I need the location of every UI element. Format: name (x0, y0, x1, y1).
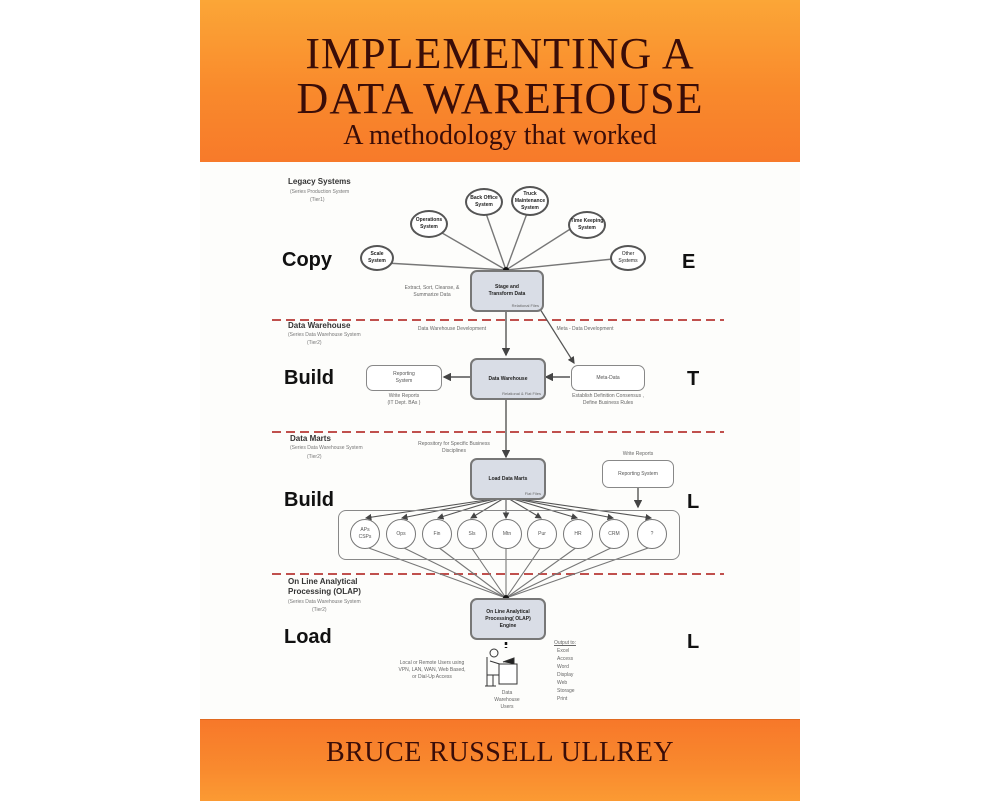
stage-transform-box: Stage and Transform Data Relational File… (470, 270, 544, 312)
phase-copy: Copy (282, 249, 332, 271)
source-other: Other Systems (610, 245, 646, 271)
load-data-marts-box: Load Data Marts Flat Files (470, 458, 546, 500)
mart-fin: Fin (422, 519, 452, 549)
source-operations: Operations System (410, 210, 448, 238)
output-title: Output to: (554, 640, 576, 646)
etl-letter-l-marts: L (687, 491, 700, 513)
output-print: Print (557, 696, 568, 702)
marts-reporting-note: Write Reports (622, 451, 654, 457)
etl-letter-e: E (682, 251, 696, 273)
section-subtitle-legacy: (Series Production System (290, 189, 350, 195)
source-time-keeping: Time Keeping System (568, 211, 606, 239)
stage-note: Extract, Sort, Cleanse, & Summarize Data (404, 285, 460, 298)
section-subtitle-dw: (Series Data Warehouse System (288, 332, 361, 338)
mart-sls: Sls (457, 519, 487, 549)
title-band: IMPLEMENTING A DATA WAREHOUSE A methodol… (200, 0, 800, 162)
diagram-lines (272, 204, 724, 687)
source-scale: Scale System (360, 245, 394, 271)
section-tier-marts: (Tier2) (307, 454, 322, 460)
subtitle: A methodology that worked (343, 120, 657, 151)
marts-reporting-box: Reporting System (602, 460, 674, 488)
output-web: Web (557, 680, 568, 686)
metadata-note-1: Establish Definition Consensus , (572, 393, 644, 399)
olap-engine-box: On Line Analytical Processing( OLAP) Eng… (470, 598, 546, 640)
mart-mtn: Mtn (492, 519, 522, 549)
title-line-1: IMPLEMENTING A (305, 29, 695, 78)
mart-aps: APs CSPs (350, 519, 380, 549)
section-title-olap-1: On Line Analytical (288, 577, 358, 586)
data-warehouse-diagram: Legacy Systems (Series Production System… (200, 0, 800, 800)
output-access: Access (557, 656, 574, 662)
section-subtitle-olap: (Series Data Warehouse System (288, 599, 361, 605)
reporting-note-1: Write Reports (388, 393, 420, 399)
section-tier-legacy: (Tier1) (310, 197, 325, 203)
section-subtitle-marts: (Series Data Warehouse System (290, 445, 363, 451)
mart-hr: HR (563, 519, 593, 549)
reporting-note-2: (IT Dept. BAs ) (387, 400, 421, 406)
output-excel: Excel (557, 648, 570, 654)
section-title-legacy: Legacy Systems (288, 177, 351, 186)
etl-letter-t: T (687, 368, 700, 390)
meta-data-box: Meta-Data (571, 365, 645, 391)
section-title-dw: Data Warehouse (288, 321, 351, 330)
source-truck-maintenance: Truck Maintenance System (511, 186, 549, 216)
title-line-2: DATA WAREHOUSE (296, 74, 704, 123)
meta-dev-note: Meta - Data Development (556, 326, 614, 332)
mart-ops: Ops (386, 519, 416, 549)
section-tier-dw: (Tier2) (307, 340, 322, 346)
author-name: BRUCE RUSSELL ULLREY (325, 737, 675, 768)
metadata-note-2: Define Business Rules (582, 400, 634, 406)
book-cover: IMPLEMENTING A DATA WAREHOUSE A methodol… (200, 0, 800, 801)
reporting-system-box: Reporting System (366, 365, 442, 391)
phase-build-dw: Build (284, 367, 334, 389)
mart-other: ? (637, 519, 667, 549)
output-display: Display (557, 672, 574, 678)
data-marts-container (338, 510, 680, 560)
users-label: Data Warehouse Users (494, 690, 520, 710)
mart-crm: CRM (599, 519, 629, 549)
output-word: Word (557, 664, 569, 670)
dw-dev-note: Data Warehouse Development (417, 326, 487, 332)
user-at-desk-icon (485, 648, 518, 687)
etl-letter-l-olap: L (687, 631, 700, 653)
source-back-office: Back Office System (465, 188, 503, 216)
section-title-olap-2: Processing (OLAP) (288, 587, 361, 596)
section-title-marts: Data Marts (290, 434, 331, 443)
data-warehouse-box: Data Warehouse Relational & Flat Files (470, 358, 546, 400)
section-tier-olap: (Tier2) (312, 607, 327, 613)
output-storage: Storage (557, 688, 575, 694)
phase-build-marts: Build (284, 489, 334, 511)
users-note: Local or Remote Users using VPN, LAN, WA… (398, 660, 466, 680)
author-band: BRUCE RUSSELL ULLREY (200, 719, 800, 801)
mart-pur: Pur (527, 519, 557, 549)
phase-load: Load (284, 626, 332, 648)
marts-note: Repository for Specific Business Discipl… (418, 441, 490, 454)
